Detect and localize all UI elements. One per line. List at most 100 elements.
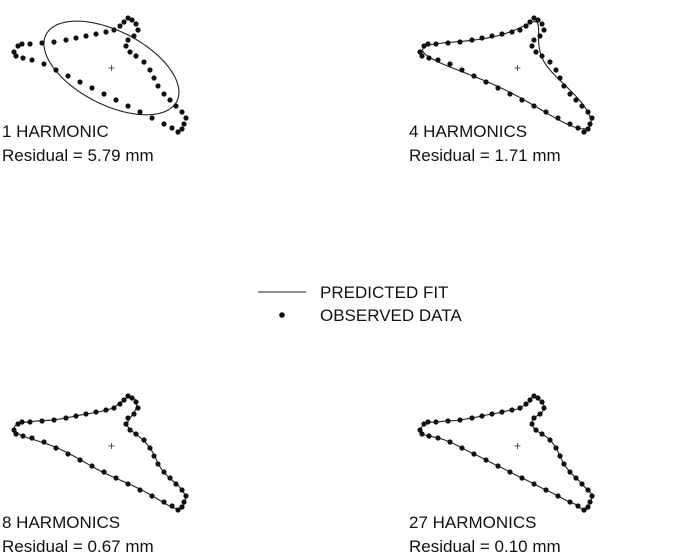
- observed-point-33: [531, 37, 537, 43]
- observed-point-38: [125, 15, 131, 21]
- observed-point-27: [151, 453, 157, 459]
- observed-point-34: [131, 411, 137, 417]
- observed-point-30: [133, 53, 139, 59]
- observed-point-26: [561, 461, 567, 467]
- observed-point-24: [167, 475, 173, 481]
- observed-point-32: [123, 43, 129, 49]
- observed-point-3: [13, 431, 19, 437]
- observed-point-38: [125, 393, 131, 399]
- observed-point-43: [499, 409, 505, 415]
- observed-point-46: [63, 415, 69, 421]
- observed-point-50: [19, 41, 25, 47]
- observed-point-25: [161, 469, 167, 475]
- observed-point-7: [459, 67, 465, 73]
- legend-label-observed-data: OBSERVED DATA: [320, 306, 462, 325]
- observed-point-47: [51, 417, 57, 423]
- observed-point-14: [543, 487, 549, 493]
- predicted-fit-curve: [43, 20, 180, 116]
- panel-residual-4-harmonics: Residual = 1.71 mm: [409, 146, 561, 165]
- observed-point-23: [173, 481, 179, 487]
- observed-point-39: [527, 19, 533, 25]
- observed-point-7: [459, 445, 465, 451]
- observed-point-15: [149, 493, 155, 499]
- observed-point-33: [125, 415, 131, 421]
- observed-point-20: [181, 121, 187, 127]
- observed-point-17: [575, 503, 581, 509]
- observed-point-26: [155, 461, 161, 467]
- observed-point-17: [169, 503, 175, 509]
- observed-point-33: [531, 415, 537, 421]
- observed-point-27: [557, 75, 563, 81]
- panel-1-harmonic: [11, 15, 189, 135]
- observed-point-8: [471, 73, 477, 79]
- observed-point-1: [15, 421, 21, 427]
- observed-point-18: [581, 129, 587, 135]
- observed-point-9: [483, 79, 489, 85]
- observed-point-8: [471, 451, 477, 457]
- observed-point-22: [179, 487, 185, 493]
- observed-point-48: [39, 40, 45, 46]
- observed-point-7: [53, 67, 59, 73]
- observed-point-40: [117, 401, 123, 407]
- observed-point-6: [41, 61, 47, 67]
- observed-point-10: [495, 463, 501, 469]
- observed-point-26: [561, 83, 567, 89]
- observed-point-39: [121, 397, 127, 403]
- observed-point-46: [469, 415, 475, 421]
- observed-point-16: [567, 121, 573, 127]
- panel-8-harmonics: [11, 393, 189, 513]
- observed-point-42: [103, 407, 109, 413]
- observed-point-2: [417, 49, 423, 55]
- observed-point-48: [445, 418, 451, 424]
- observed-point-6: [41, 439, 47, 445]
- observed-point-32: [529, 43, 535, 49]
- observed-point-31: [533, 49, 539, 55]
- observed-point-29: [547, 59, 553, 65]
- observed-point-41: [111, 27, 117, 33]
- panel-4-harmonics: [417, 15, 595, 135]
- observed-point-34: [131, 33, 137, 39]
- observed-point-14: [543, 109, 549, 115]
- observed-point-7: [53, 445, 59, 451]
- observed-point-14: [137, 487, 143, 493]
- observed-point-19: [179, 126, 185, 132]
- observed-point-32: [529, 421, 535, 427]
- observed-point-17: [169, 125, 175, 131]
- observed-point-11: [507, 469, 513, 475]
- observed-point-34: [537, 33, 543, 39]
- observed-point-50: [19, 419, 25, 425]
- observed-point-10: [89, 85, 95, 91]
- observed-point-37: [535, 395, 541, 401]
- observed-point-18: [581, 507, 587, 513]
- predicted-fit-curve: [13, 396, 186, 510]
- observed-point-8: [65, 451, 71, 457]
- observed-point-16: [161, 499, 167, 505]
- observed-point-23: [173, 103, 179, 109]
- observed-point-40: [117, 23, 123, 29]
- observed-point-40: [523, 401, 529, 407]
- legend-label-predicted-fit: PREDICTED FIT: [320, 283, 448, 302]
- observed-point-43: [499, 31, 505, 37]
- observed-point-50: [425, 419, 431, 425]
- observed-point-46: [469, 37, 475, 43]
- observed-point-12: [113, 97, 119, 103]
- observed-point-13: [531, 481, 537, 487]
- observed-point-20: [587, 121, 593, 127]
- observed-point-10: [495, 85, 501, 91]
- observed-point-32: [123, 421, 129, 427]
- observed-point-1: [15, 43, 21, 49]
- observed-point-3: [13, 53, 19, 59]
- observed-point-11: [101, 91, 107, 97]
- observed-point-2: [417, 427, 423, 433]
- observed-point-21: [183, 115, 189, 121]
- observed-point-1: [421, 421, 427, 427]
- observed-point-41: [517, 405, 523, 411]
- observed-point-34: [537, 411, 543, 417]
- observed-point-50: [425, 41, 431, 47]
- observed-point-4: [20, 55, 26, 61]
- observed-point-16: [567, 499, 573, 505]
- observed-point-35: [541, 405, 547, 411]
- observed-point-5: [435, 57, 441, 63]
- panel-27-harmonics: [417, 393, 595, 513]
- observed-point-12: [519, 97, 525, 103]
